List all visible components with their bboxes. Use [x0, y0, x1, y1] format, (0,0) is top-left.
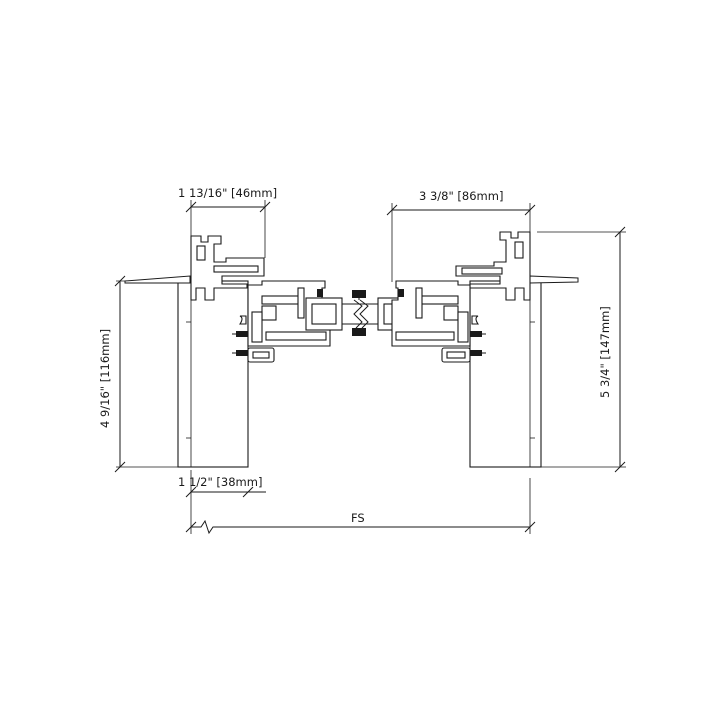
dimension-frame-span: FS: [185, 470, 536, 535]
dimension-right-height: 5 3/4" [147mm]: [537, 226, 626, 473]
dimension-label-left-height: 4 9/16" [116mm]: [98, 329, 112, 428]
right-wall-substrate: [469, 280, 542, 468]
right-jamb-assembly: [391, 231, 579, 468]
dimension-label-frame-span: FS: [351, 511, 365, 525]
dimension-top-right: 3 3/8" [86mm]: [386, 189, 536, 282]
dimension-label-top-right: 3 3/8" [86mm]: [419, 189, 503, 203]
dimension-top-left: 1 13/16" [46mm]: [178, 186, 277, 258]
dimension-left-height: 4 9/16" [116mm]: [98, 275, 178, 473]
dimension-label-bottom-width: 1 1/2" [38mm]: [178, 475, 262, 489]
left-flange: [124, 275, 191, 284]
dimension-label-right-height: 5 3/4" [147mm]: [598, 306, 612, 398]
break-symbol: [353, 299, 363, 329]
right-fastener-lower: [470, 350, 486, 356]
dimension-bottom-width: 1 1/2" [38mm]: [178, 475, 266, 498]
left-wall-substrate: [177, 280, 249, 468]
right-fastener-upper: [470, 331, 486, 337]
left-fastener-lower: [232, 350, 248, 356]
left-fastener-upper: [232, 331, 248, 337]
right-frame-extrusion: [455, 231, 531, 301]
right-flange: [529, 275, 579, 284]
left-jamb-assembly: [124, 235, 331, 468]
dimension-label-top-left: 1 13/16" [46mm]: [178, 186, 277, 200]
